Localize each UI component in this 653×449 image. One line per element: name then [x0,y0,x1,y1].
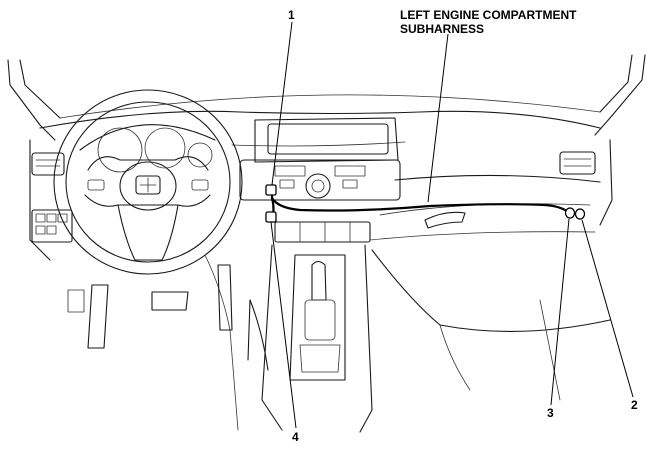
glovebox-handle [424,211,466,229]
leader-lines [270,21,634,429]
connector-4 [265,211,277,223]
left-switch-panel [31,209,73,243]
callout-3: 3 [547,406,554,420]
harness-label-line1: LEFT ENGINE COMPARTMENT [400,8,577,22]
left-vent [31,152,65,176]
callout-2: 2 [631,398,638,412]
harness-label-leader [427,33,449,203]
callout-4: 4 [292,430,299,444]
callout-2-leader [581,219,634,398]
harness-routing [270,188,580,220]
connector-1 [265,184,277,196]
harness-label-line2: SUBHARNESS [400,22,484,36]
windshield-frame [7,54,646,141]
pedals [67,264,233,349]
driver-seat [204,254,269,431]
right-vent [559,151,596,175]
callout-1: 1 [288,8,295,22]
center-stack [239,117,401,243]
instrument-cluster [79,124,216,173]
connector-2 [574,208,586,220]
callout-3-leader [550,218,570,406]
center-console [261,244,373,433]
callout-1-leader [271,21,293,186]
steering-wheel [53,89,243,275]
callout-4-leader [270,221,297,429]
connector-3 [564,207,576,219]
